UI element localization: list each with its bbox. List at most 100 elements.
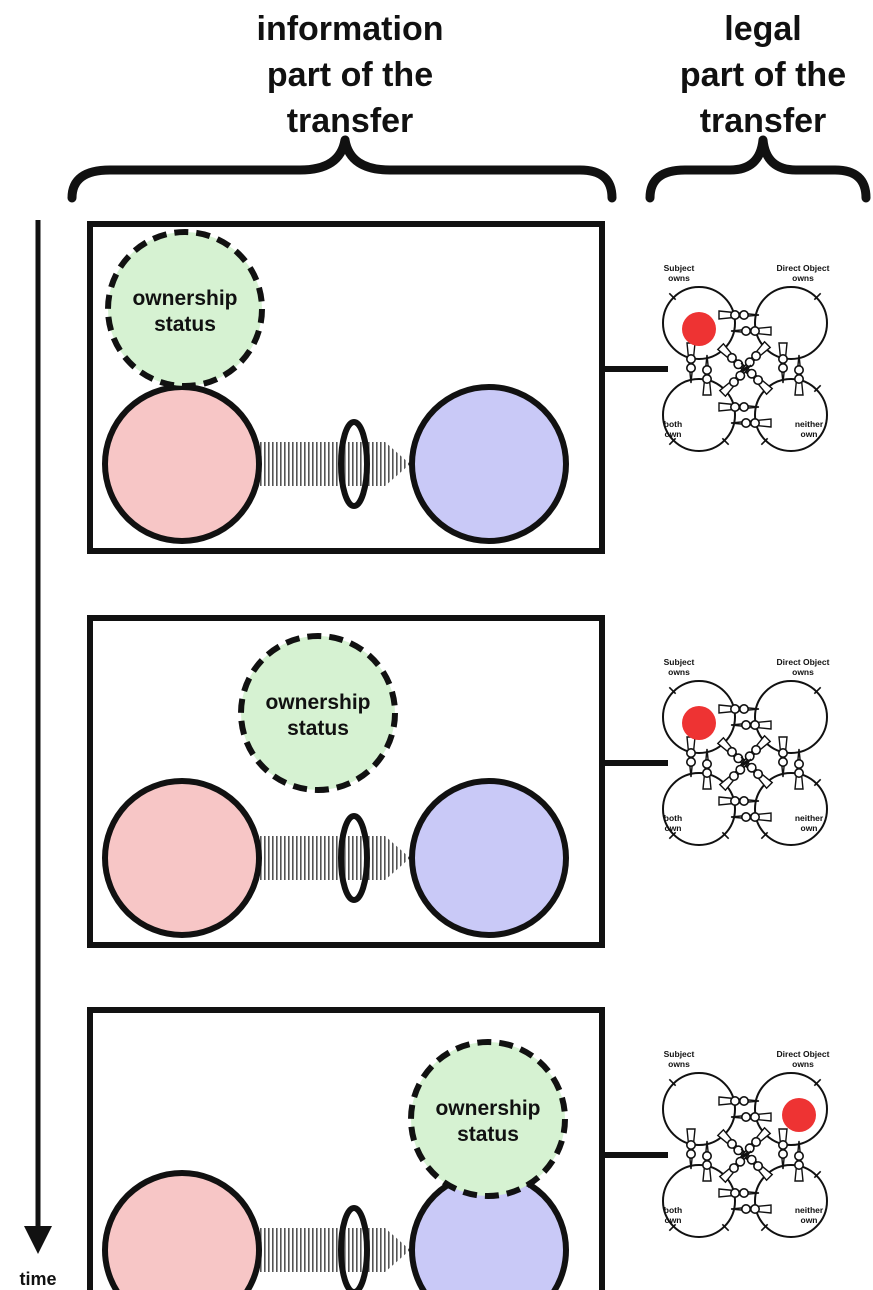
transition-neither-to-subject (740, 1148, 774, 1182)
state-label-both-line-1: both (664, 1205, 682, 1215)
transition-both-to-object (718, 758, 752, 792)
subject-circle (102, 778, 262, 938)
state-tick (760, 1223, 769, 1232)
state-tick (668, 1078, 677, 1087)
state-tick (721, 831, 730, 840)
state-tick (813, 1078, 822, 1087)
active-state-token (682, 312, 716, 346)
state-label-object-line-2: owns (792, 667, 814, 677)
subject-circle (102, 1170, 262, 1290)
transition-neither-to-object (794, 1140, 804, 1182)
transition-object-to-subject (730, 720, 772, 730)
ownership-status-bubble: ownership status (105, 229, 265, 389)
transition-object-to-neither (778, 1128, 788, 1170)
transition-subject-to-both (686, 342, 696, 384)
transition-neither-to-both (730, 812, 772, 822)
state-label-object-line-1: Direct Object (777, 657, 830, 667)
state-tick (813, 778, 822, 787)
ownership-status-label-line-2: status (457, 1123, 519, 1146)
transfer-arrow (260, 1228, 410, 1272)
state-tick (668, 437, 677, 446)
state-circle-both (662, 772, 736, 846)
transition-subject-to-object (718, 310, 760, 320)
state-circle-both (662, 1164, 736, 1238)
state-tick (813, 1170, 822, 1179)
state-label-object-line-2: owns (792, 273, 814, 283)
transition-both-to-subject (702, 748, 712, 790)
transition-neither-to-subject (740, 756, 774, 790)
direct-object-circle (409, 384, 569, 544)
information-header-line-2: part of the (267, 56, 433, 94)
state-label-both-line-2: own (665, 823, 682, 833)
state-label-object-line-2: owns (792, 1059, 814, 1069)
transition-subject-to-both (686, 736, 696, 778)
information-brace (67, 135, 617, 203)
state-label-neither-line-2: own (801, 1215, 818, 1225)
transition-subject-to-both (686, 1128, 696, 1170)
state-label-subject-line-1: Subject (664, 657, 695, 667)
state-circle-neither (754, 1164, 828, 1238)
transition-neither-to-object (794, 748, 804, 790)
transition-both-to-neither (718, 796, 760, 806)
transition-both-to-object (718, 364, 752, 398)
active-state-token (782, 1098, 816, 1132)
state-label-both-line-1: both (664, 419, 682, 429)
state-tick (813, 384, 822, 393)
information-header: information part of the transfer (257, 10, 444, 140)
state-label-neither-line-1: neither (795, 419, 824, 429)
transition-neither-to-both (730, 1204, 772, 1214)
state-circle-neither (754, 378, 828, 452)
state-tick (813, 686, 822, 695)
transfer-arrow (260, 836, 410, 880)
state-circle-object (754, 680, 828, 754)
transfer-ring (338, 419, 370, 509)
transition-subject-to-neither (716, 342, 750, 376)
state-tick (721, 437, 730, 446)
ownership-status-label-line-1: ownership (435, 1097, 540, 1120)
transition-subject-to-object (718, 704, 760, 714)
state-label-subject-line-1: Subject (664, 1049, 695, 1059)
state-label-both-line-2: own (665, 1215, 682, 1225)
transition-neither-to-both (730, 418, 772, 428)
transition-both-to-neither (718, 1188, 760, 1198)
ownership-status-bubble: ownership status (408, 1039, 568, 1199)
state-label-subject-line-2: owns (668, 273, 690, 283)
ownership-status-circle (105, 229, 265, 389)
state-tick (668, 686, 677, 695)
time-label: time (19, 1269, 56, 1289)
ownership-status-label-line-2: status (154, 313, 216, 336)
state-label-neither-line-1: neither (795, 813, 824, 823)
state-tick (668, 1223, 677, 1232)
legal-header-line-3: transfer (700, 102, 827, 140)
transition-object-to-neither (778, 342, 788, 384)
state-circle-object (754, 286, 828, 360)
transition-object-to-both (738, 1126, 772, 1160)
legal-header: legal part of the transfer (680, 10, 846, 140)
active-state-token (682, 706, 716, 740)
legal-brace (645, 135, 871, 203)
state-tick (760, 437, 769, 446)
state-label-subject-line-2: owns (668, 1059, 690, 1069)
transition-object-to-subject (730, 1112, 772, 1122)
transition-subject-to-neither (716, 736, 750, 770)
information-header-line-3: transfer (287, 102, 414, 140)
ownership-status-label-line-1: ownership (265, 691, 370, 714)
subject-circle (102, 384, 262, 544)
state-label-neither-line-1: neither (795, 1205, 824, 1215)
state-label-subject-line-2: owns (668, 667, 690, 677)
transition-both-to-object (718, 1150, 752, 1184)
transition-subject-to-object (718, 1096, 760, 1106)
state-circle-subject (662, 1072, 736, 1146)
transition-object-to-both (738, 340, 772, 374)
transition-both-to-subject (702, 354, 712, 396)
state-label-both-line-1: both (664, 813, 682, 823)
direct-object-circle (409, 778, 569, 938)
time-axis: time (19, 220, 57, 1289)
ownership-status-label-line-1: ownership (132, 287, 237, 310)
